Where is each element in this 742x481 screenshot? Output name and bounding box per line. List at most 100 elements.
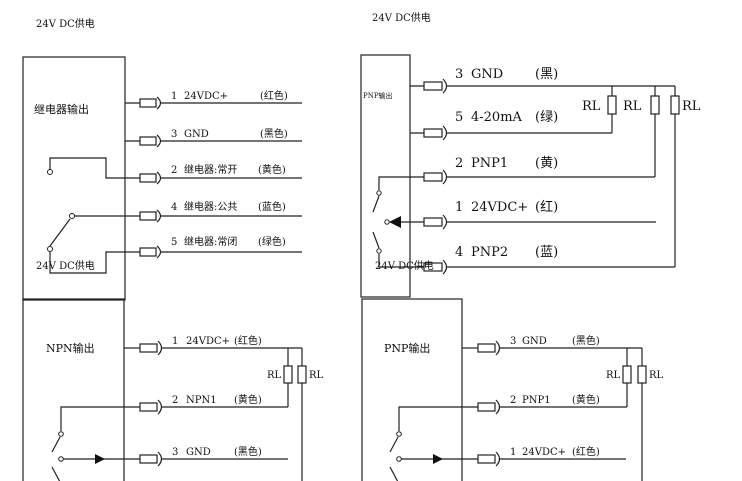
plug-icon [495, 399, 501, 415]
terminal-icon [396, 431, 402, 437]
connector-icon [423, 172, 443, 182]
wire-color-label: (黄色) [234, 393, 262, 406]
diagram-title: 24V DC供电 [375, 259, 434, 272]
arrow-icon [389, 216, 401, 228]
wire-color-label: (红) [535, 199, 558, 215]
wire-color-label: (黑色) [572, 334, 600, 347]
switch-arm-icon [389, 466, 399, 481]
connector-icon [139, 343, 158, 353]
load-label: RL [649, 370, 664, 381]
pin-number: 5 [171, 237, 177, 248]
connector-icon [423, 262, 443, 272]
wire-row: 1 24VDC+ (红) [423, 199, 656, 230]
wire-row: 5 4-20mA (绿) [423, 110, 612, 141]
resistor-icon [670, 95, 680, 115]
load-label: RL [267, 370, 282, 381]
pin-number: 3 [172, 447, 178, 458]
signal-label: GND [522, 336, 547, 347]
sensor-box [361, 298, 463, 481]
wire-color-label: (蓝色) [258, 200, 286, 213]
arrow-icon [433, 454, 443, 464]
wire-row: 1 24VDC+ (红色) [477, 445, 626, 467]
signal-label: 继电器:公共 [184, 200, 237, 213]
load-label: RL [582, 99, 601, 114]
wire-row: 2 PNP1 (黄) [423, 156, 655, 185]
resistor-icon [607, 95, 617, 115]
wire-row: 2 NPN1 (黄色) [139, 393, 288, 415]
wire-row: 3 GND (黑) [423, 67, 675, 94]
wire-color-label: (蓝) [535, 245, 558, 260]
plug-icon [442, 169, 448, 185]
plug-icon [156, 245, 162, 259]
signal-label: 24VDC+ [522, 447, 566, 458]
plug-icon [157, 451, 163, 467]
signal-label: 24VDC+ [184, 91, 228, 102]
load-label: RL [606, 370, 621, 381]
diagram-pnp-analog: 24V DC供电 PNP输出 3 GND (黑) [360, 11, 701, 298]
relay-switch-arm-icon [49, 218, 71, 247]
relay-wires: 1 24VDC+ (红色) 3 GND (黑色) 2 继电器:常开 (黄色) [139, 89, 302, 259]
wire-row: 2 PNP1 (黄色) [477, 393, 627, 415]
load-resistors: RL RL RL [582, 86, 701, 267]
pin-number: 1 [510, 447, 516, 458]
relay-no-path [49, 157, 140, 179]
wire-color-label: (黄) [535, 156, 558, 171]
signal-label: NPN1 [186, 395, 217, 406]
signal-label: PNP2 [471, 245, 508, 260]
sensor-box [22, 298, 125, 481]
signal-label: 4-20mA [471, 110, 523, 125]
connector-icon [139, 454, 158, 464]
wire-row: 1 24VDC+ (红色) [139, 334, 302, 356]
resistor-icon [650, 95, 660, 115]
connector-icon [139, 173, 157, 183]
signal-label: PNP1 [522, 395, 551, 406]
plug-icon [156, 209, 162, 223]
wire-color-label: (黑) [535, 67, 558, 82]
arrow-icon [95, 454, 105, 464]
wire-color-label: (黄色) [258, 163, 286, 176]
switch-bottom-path [378, 254, 424, 268]
signal-label: 24VDC+ [186, 336, 230, 347]
box-label: PNP输出 [363, 91, 393, 100]
box-label: 继电器输出 [34, 102, 89, 116]
pnp-analog-wires: 3 GND (黑) 5 4-20mA (绿) 2 PNP1 (黄) [423, 67, 675, 275]
signal-label: GND [184, 129, 209, 140]
wire-color-label: (绿) [535, 110, 558, 125]
wire-color-label: (黄色) [572, 393, 600, 406]
wire-color-label: (红色) [234, 334, 262, 347]
switch-top-path [378, 176, 424, 190]
box-label: NPN输出 [46, 341, 95, 355]
connector-icon [423, 128, 443, 138]
switch-arm-icon [372, 231, 380, 249]
pin-number: 2 [510, 395, 516, 406]
load-label: RL [682, 99, 701, 114]
connector-icon [139, 98, 157, 108]
resistor-icon [637, 365, 647, 384]
wire-color-label: (黑色) [234, 445, 262, 458]
terminal-icon [58, 456, 64, 462]
pin-number: 1 [455, 200, 463, 215]
wire-row: 4 继电器:公共 (蓝色) [139, 200, 302, 223]
plug-icon [495, 340, 501, 356]
plug-icon [156, 96, 162, 110]
connector-icon [139, 211, 157, 221]
plug-icon [156, 171, 162, 185]
signal-label: GND [186, 447, 211, 458]
wire-color-label: (红色) [260, 89, 288, 102]
terminal-icon [58, 431, 64, 437]
connector-icon [139, 136, 157, 146]
connector-icon [139, 402, 158, 412]
pin-number: 4 [455, 245, 463, 260]
pin-number: 2 [171, 165, 177, 176]
wire-row: 4 PNP2 (蓝) [423, 245, 675, 275]
pin-number: 3 [455, 67, 463, 82]
switch-arm-icon [51, 436, 61, 453]
terminal-icon [376, 248, 382, 254]
pin-number: 2 [455, 156, 463, 171]
connector-icon [423, 217, 443, 227]
wire-row: 3 GND (黑色) [139, 445, 288, 467]
plug-icon [156, 134, 162, 148]
connector-icon [423, 81, 443, 91]
wire-row: 3 GND (黑色) [139, 127, 302, 148]
